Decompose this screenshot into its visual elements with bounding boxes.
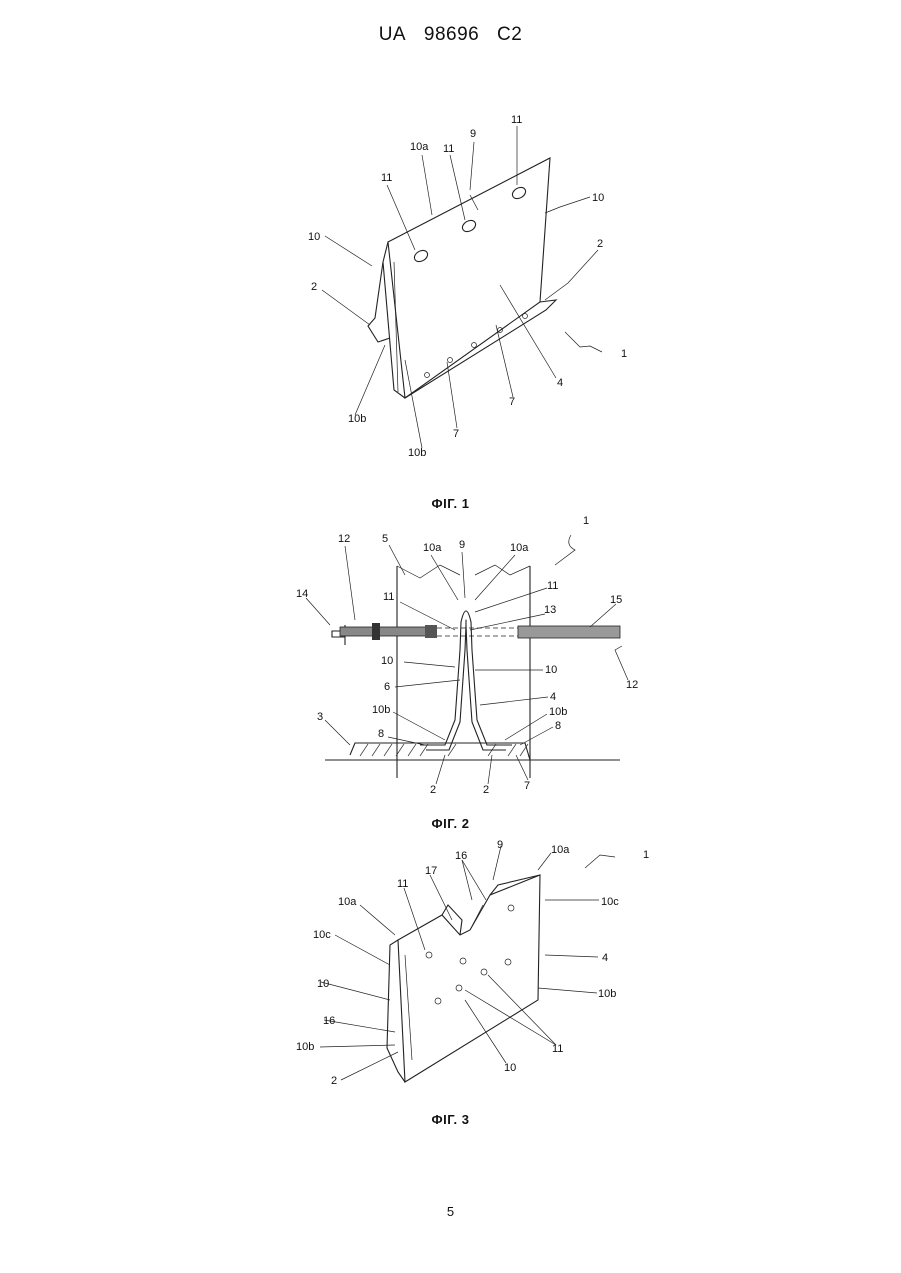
fig1-label: 4 xyxy=(557,377,563,389)
fig3-label: 11 xyxy=(552,1043,563,1055)
fig2-label: 13 xyxy=(544,604,556,616)
fig3-label: 2 xyxy=(331,1075,337,1087)
fig2-label: 8 xyxy=(378,728,384,740)
fig1-label: 11 xyxy=(511,114,522,126)
figure-2-drawing: 1 12 5 10a 9 10a 14 11 11 13 15 10 10 6 … xyxy=(0,505,901,805)
fig3-label: 16 xyxy=(323,1015,335,1027)
fig2-label: 10b xyxy=(372,704,390,716)
fig2-label: 15 xyxy=(610,594,622,606)
fig3-label: 17 xyxy=(425,865,437,877)
fig2-label: 1 xyxy=(583,515,589,527)
fig2-label: 10 xyxy=(545,664,557,676)
fig3-label: 10c xyxy=(313,929,331,941)
figure-2-caption: ФІГ. 2 xyxy=(0,816,901,831)
fig2-label: 10b xyxy=(549,706,567,718)
fig2-label: 10a xyxy=(510,542,529,554)
fig2-label: 4 xyxy=(550,691,556,703)
fig2-label: 11 xyxy=(383,591,394,603)
page-number: 5 xyxy=(0,1204,901,1219)
fig3-label: 4 xyxy=(602,952,608,964)
fig3-label: 9 xyxy=(497,839,503,851)
fig1-label: 7 xyxy=(453,428,459,440)
figure-3-drawing: 1 9 10a 16 17 10a 11 10c 10c 4 10 10b 16… xyxy=(0,830,901,1110)
fig2-label: 8 xyxy=(555,720,561,732)
fig1-label: 10b xyxy=(348,413,366,425)
fig1-label: 11 xyxy=(443,143,454,155)
fig3-label: 10b xyxy=(296,1041,314,1053)
fig1-label: 2 xyxy=(311,281,317,293)
fig2-label: 14 xyxy=(296,588,308,600)
fig2-label: 3 xyxy=(317,711,323,723)
fig3-label: 16 xyxy=(455,850,467,862)
fig3-label: 10 xyxy=(504,1062,516,1074)
fig2-label: 10a xyxy=(423,542,442,554)
fig2-label: 11 xyxy=(547,580,558,592)
fig1-label: 10b xyxy=(408,447,426,459)
fig1-label: 10a xyxy=(410,141,429,153)
fig3-label: 10b xyxy=(598,988,616,1000)
fig3-label: 10a xyxy=(338,896,357,908)
fig1-label: 11 xyxy=(381,172,392,184)
fig3-label: 1 xyxy=(643,849,649,861)
figure-1-drawing: 11 10a 9 11 11 10 10 2 2 1 4 7 7 10b 10b xyxy=(0,0,901,480)
fig2-label: 7 xyxy=(524,780,530,792)
fig2-label: 12 xyxy=(626,679,638,691)
fig2-label: 5 xyxy=(382,533,388,545)
fig2-label: 9 xyxy=(459,539,465,551)
fig3-label: 10a xyxy=(551,844,570,856)
fig3-label: 10c xyxy=(601,896,619,908)
fig3-label: 10 xyxy=(317,978,329,990)
fig1-label: 7 xyxy=(509,396,515,408)
figure-3-caption: ФІГ. 3 xyxy=(0,1112,901,1127)
fig1-label: 10 xyxy=(592,192,604,204)
fig1-label: 2 xyxy=(597,238,603,250)
fig3-label: 11 xyxy=(397,878,408,890)
fig2-label: 2 xyxy=(483,784,489,796)
fig1-label: 1 xyxy=(621,348,627,360)
fig1-label: 10 xyxy=(308,231,320,243)
fig2-label: 12 xyxy=(338,533,350,545)
fig2-label: 10 xyxy=(381,655,393,667)
fig2-label: 6 xyxy=(384,681,390,693)
fig2-label: 2 xyxy=(430,784,436,796)
fig1-label: 9 xyxy=(470,128,476,140)
